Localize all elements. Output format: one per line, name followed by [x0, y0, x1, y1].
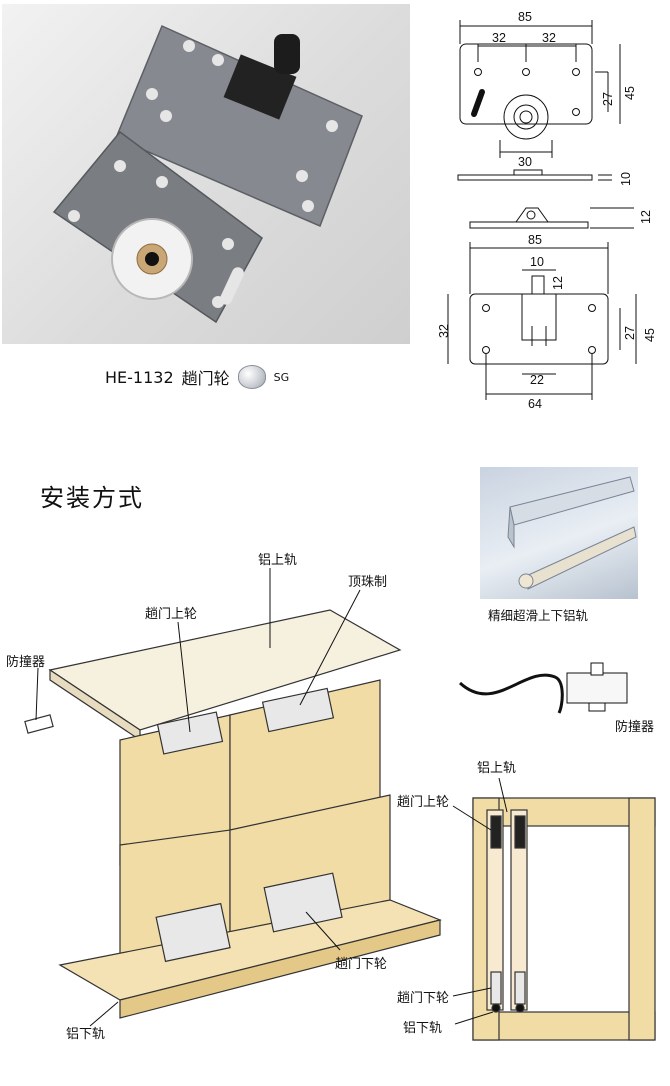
dim-bottom-left-height: 32	[437, 324, 451, 338]
rail-illustration	[507, 476, 637, 590]
section-label-lower-wheel: 趟门下轮	[397, 991, 449, 1006]
product-photo	[2, 4, 410, 344]
bumper-detail: 防撞器	[458, 662, 654, 735]
bumper-detail-label: 防撞器	[615, 719, 654, 735]
product-code: HE-1132	[105, 367, 174, 387]
dim-top-overall-height: 45	[623, 86, 637, 100]
label-bottom-rail: 铝下轨	[66, 1027, 105, 1042]
section-label-upper-wheel: 趟门上轮	[397, 795, 449, 810]
section-label-top-rail: 铝上轨	[477, 761, 516, 776]
label-lower-wheel: 趟门下轮	[335, 957, 387, 972]
technical-drawing: 85 32 32 27 45 30 10 12 85 10 12 32 27 4…	[437, 10, 657, 411]
label-top-rail: 铝上轨	[258, 553, 297, 568]
dim-pin-width: 10	[530, 255, 544, 269]
dim-hole-spacing: 64	[528, 397, 542, 411]
label-ball-set: 顶珠制	[348, 575, 387, 590]
installation-diagram: 铝上轨 顶珠制 趟门上轮 防撞器 趟门下轮 铝下轨	[6, 553, 442, 1042]
rail-caption: 精细超滑上下铝轨	[488, 608, 589, 623]
dim-pin-height: 12	[551, 276, 565, 290]
wheel	[111, 218, 193, 300]
dim-top-right: 32	[542, 31, 556, 45]
dim-wheel-height: 12	[639, 210, 653, 224]
dim-top-left: 32	[492, 31, 506, 45]
label-upper-wheel: 趟门上轮	[145, 607, 197, 622]
dim-side-thickness: 10	[619, 172, 633, 186]
dim-bottom-overall: 85	[528, 233, 542, 247]
label-bumper: 防撞器	[6, 654, 45, 670]
roller-illustration	[52, 24, 363, 324]
dim-wheel-width: 30	[518, 155, 532, 169]
dim-top-overall: 85	[518, 10, 532, 24]
dim-top-inner-height: 27	[601, 92, 615, 106]
finish-code: SG	[273, 370, 290, 384]
product-caption: HE-1132 趟门轮 SG	[105, 365, 289, 389]
upper-plate	[115, 24, 363, 227]
section-label-bottom-rail: 铝下轨	[403, 1021, 442, 1036]
section-diagram: 铝上轨 趟门上轮 趟门下轮 铝下轨	[397, 761, 656, 1041]
dim-slot-spacing: 22	[530, 373, 544, 387]
dim-bottom-overall-height: 45	[643, 328, 657, 342]
rail-photo	[480, 467, 638, 599]
dim-bottom-inner-height: 27	[623, 326, 637, 340]
finish-swatch-icon	[237, 365, 266, 389]
product-name: 趟门轮	[181, 369, 230, 388]
installation-title: 安装方式	[40, 484, 144, 512]
